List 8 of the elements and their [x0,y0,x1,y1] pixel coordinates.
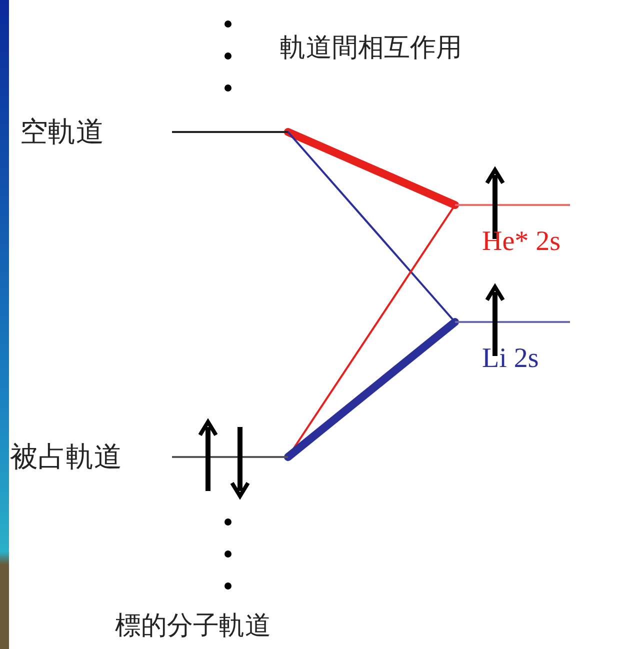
level-label: 空軌道 [20,115,104,149]
interaction-label: 軌道間相互作用 [280,32,462,64]
level-label: 被占軌道 [10,440,122,474]
axis-label: 標的分子軌道 [115,610,271,642]
level-label: Li 2s [482,342,539,376]
correlation-line [284,318,459,461]
correlation-line [284,128,459,209]
level-label: He* 2s [482,225,561,259]
